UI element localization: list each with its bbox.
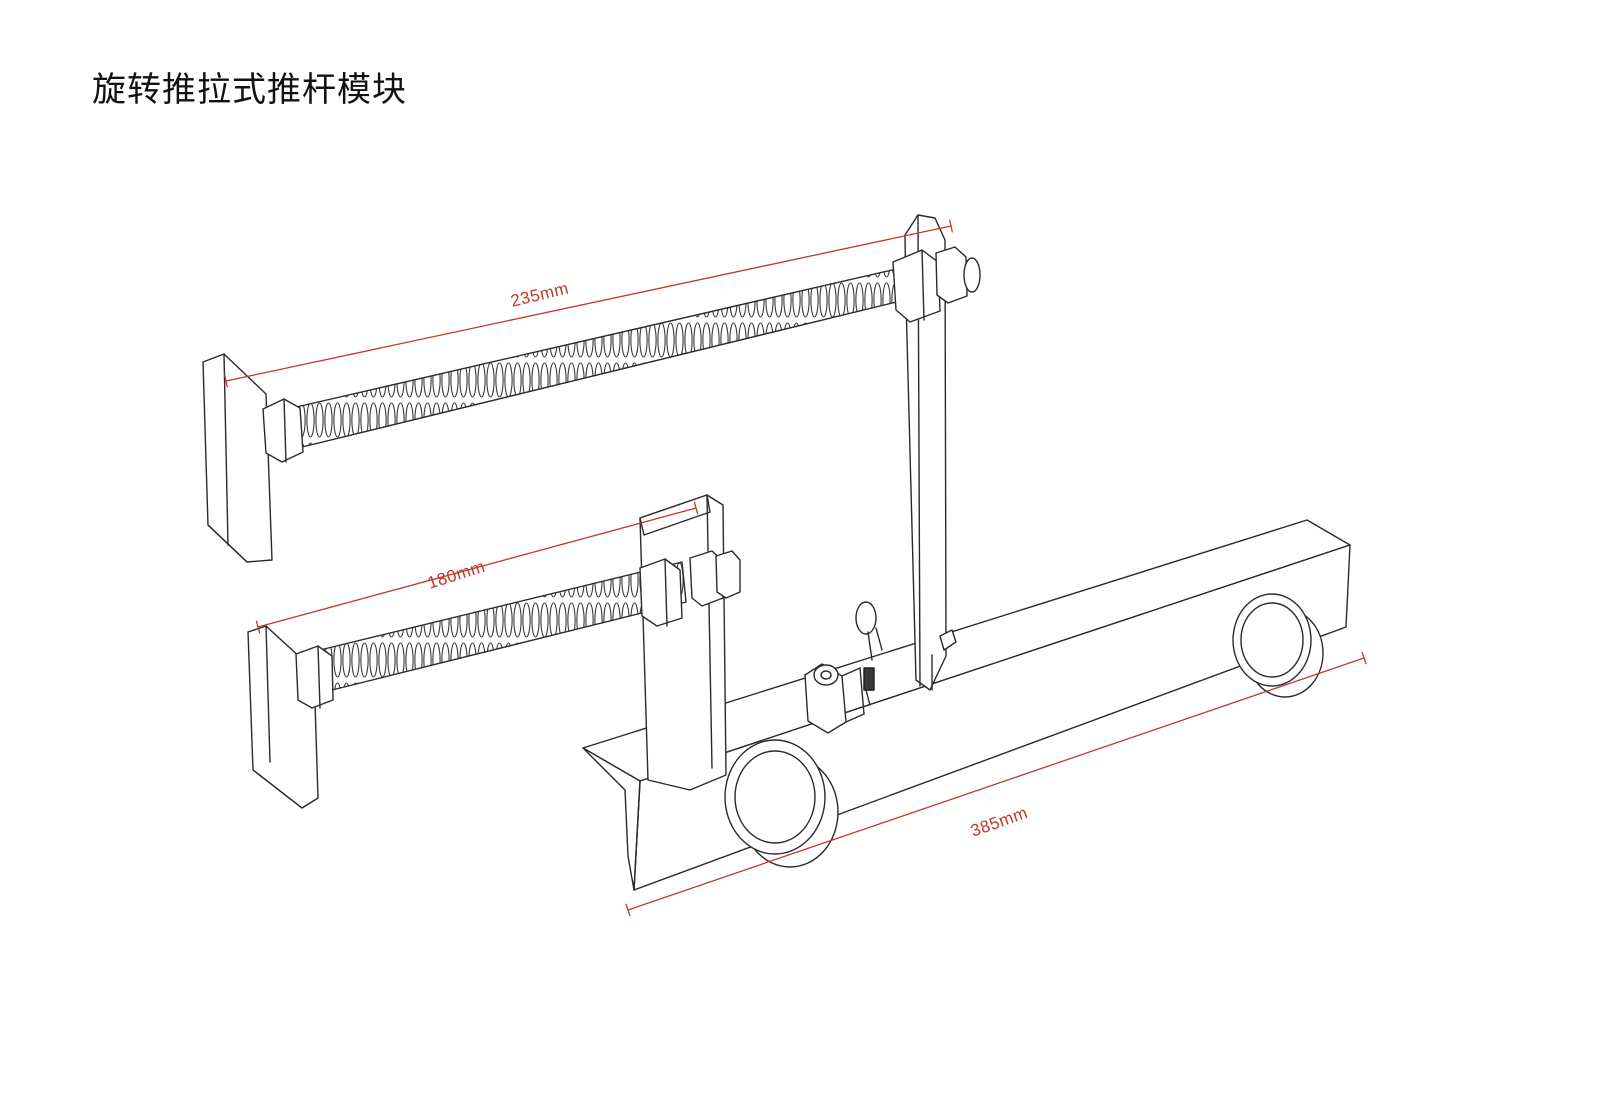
- lower-rod-dimension-line: [255, 501, 699, 634]
- lower-rod-dimension-label: 180mm: [425, 557, 487, 593]
- left-round-foot: [724, 739, 839, 868]
- lower-upright-plate: [639, 494, 727, 791]
- upper-rod-dimension-label: 235mm: [509, 279, 571, 311]
- pin-clevis: [804, 601, 883, 734]
- base-beam-dimension-line: [625, 651, 1367, 917]
- right-round-foot: [1232, 593, 1324, 698]
- upper-rod-dimension-line: [224, 219, 953, 388]
- base-beam-dimension-label: 385mm: [968, 803, 1030, 841]
- page-title: 旋转推拉式推杆模块: [92, 70, 407, 110]
- upper-screw-rod: [202, 246, 981, 563]
- lower-screw-rod: [247, 550, 741, 809]
